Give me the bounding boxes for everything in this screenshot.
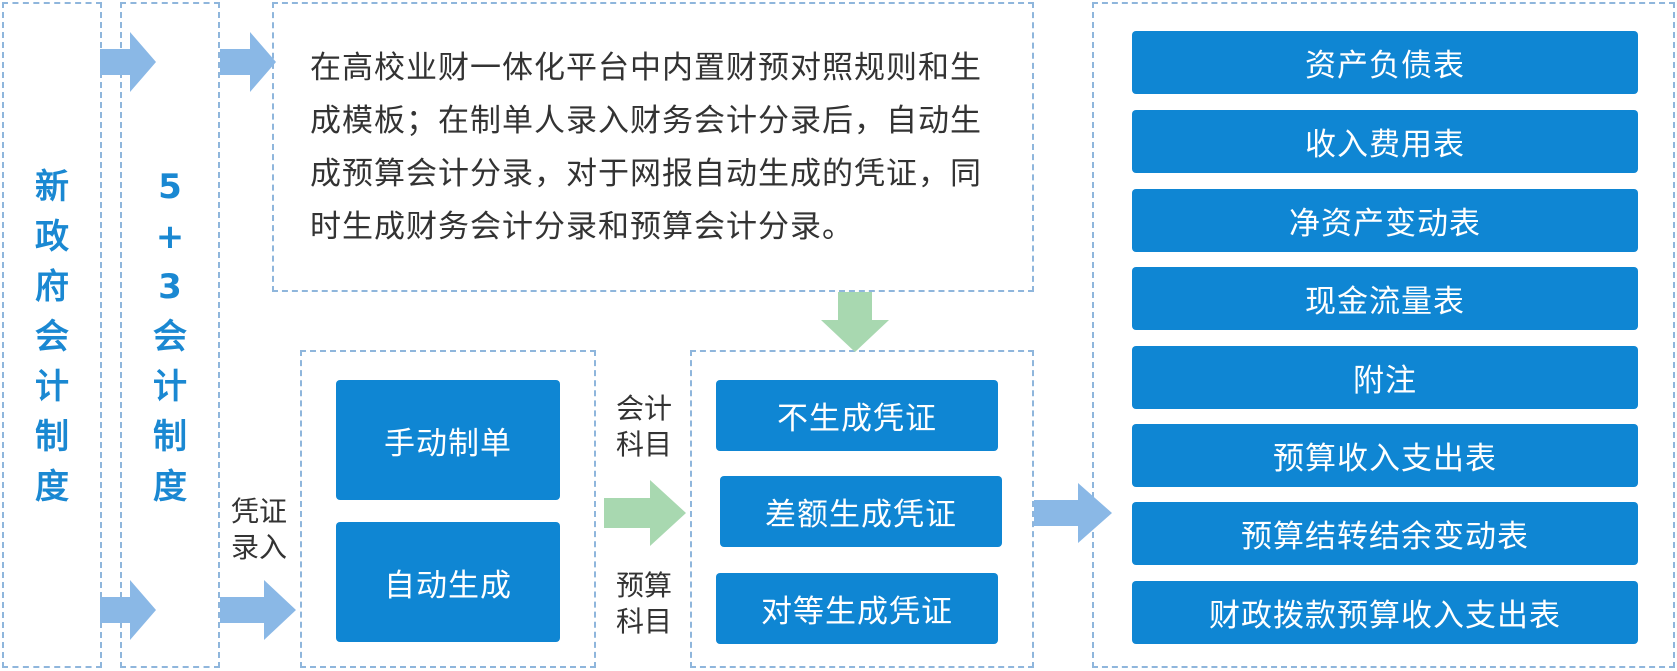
reports-frame — [1092, 2, 1675, 668]
report-income-expense: 收入费用表 — [1132, 110, 1638, 173]
report-balance-sheet: 资产负债表 — [1132, 31, 1638, 94]
right-arrow-icon — [1034, 483, 1112, 543]
right-arrow-icon — [604, 480, 686, 546]
auto-generate-box: 自动生成 — [336, 522, 560, 642]
manual-entry-box: 手动制单 — [336, 380, 560, 500]
five-plus-three-accounting-column: 5 + 3 会 计 制 度 — [120, 2, 220, 668]
new-government-accounting-title: 新 政 府 会 计 制 度 — [35, 167, 69, 507]
report-cash-flow: 现金流量表 — [1132, 267, 1638, 330]
new-government-accounting-column: 新 政 府 会 计 制 度 — [2, 2, 102, 668]
right-arrow-icon — [220, 580, 296, 640]
voucher-entry-label: 凭证 录入 — [230, 495, 287, 564]
five-plus-three-accounting-title: 5 + 3 会 计 制 度 — [153, 167, 187, 507]
description-text: 在高校业财一体化平台中内置财预对照规则和生成模板；在制单人录入财务会计分录后，自… — [310, 50, 982, 245]
down-arrow-icon — [821, 292, 889, 352]
right-arrow-icon — [100, 32, 156, 92]
entry-methods-frame — [300, 350, 596, 668]
voucher-option-equal: 对等生成凭证 — [716, 573, 998, 644]
budget-subject-label: 预算 科目 — [615, 569, 672, 638]
report-net-assets-change: 净资产变动表 — [1132, 189, 1638, 252]
report-notes: 附注 — [1132, 346, 1638, 409]
voucher-options-frame — [690, 350, 1034, 668]
right-arrow-icon — [100, 580, 156, 640]
voucher-option-none: 不生成凭证 — [716, 380, 998, 451]
accounting-subject-label: 会计 科目 — [615, 392, 672, 461]
right-arrow-icon — [220, 32, 276, 92]
description-frame — [272, 2, 1034, 292]
report-budget-income-expenditure: 预算收入支出表 — [1132, 424, 1638, 487]
voucher-option-difference: 差额生成凭证 — [720, 476, 1002, 547]
report-fiscal-appropriation: 财政拨款预算收入支出表 — [1132, 581, 1638, 644]
report-budget-carryover-change: 预算结转结余变动表 — [1132, 502, 1638, 565]
